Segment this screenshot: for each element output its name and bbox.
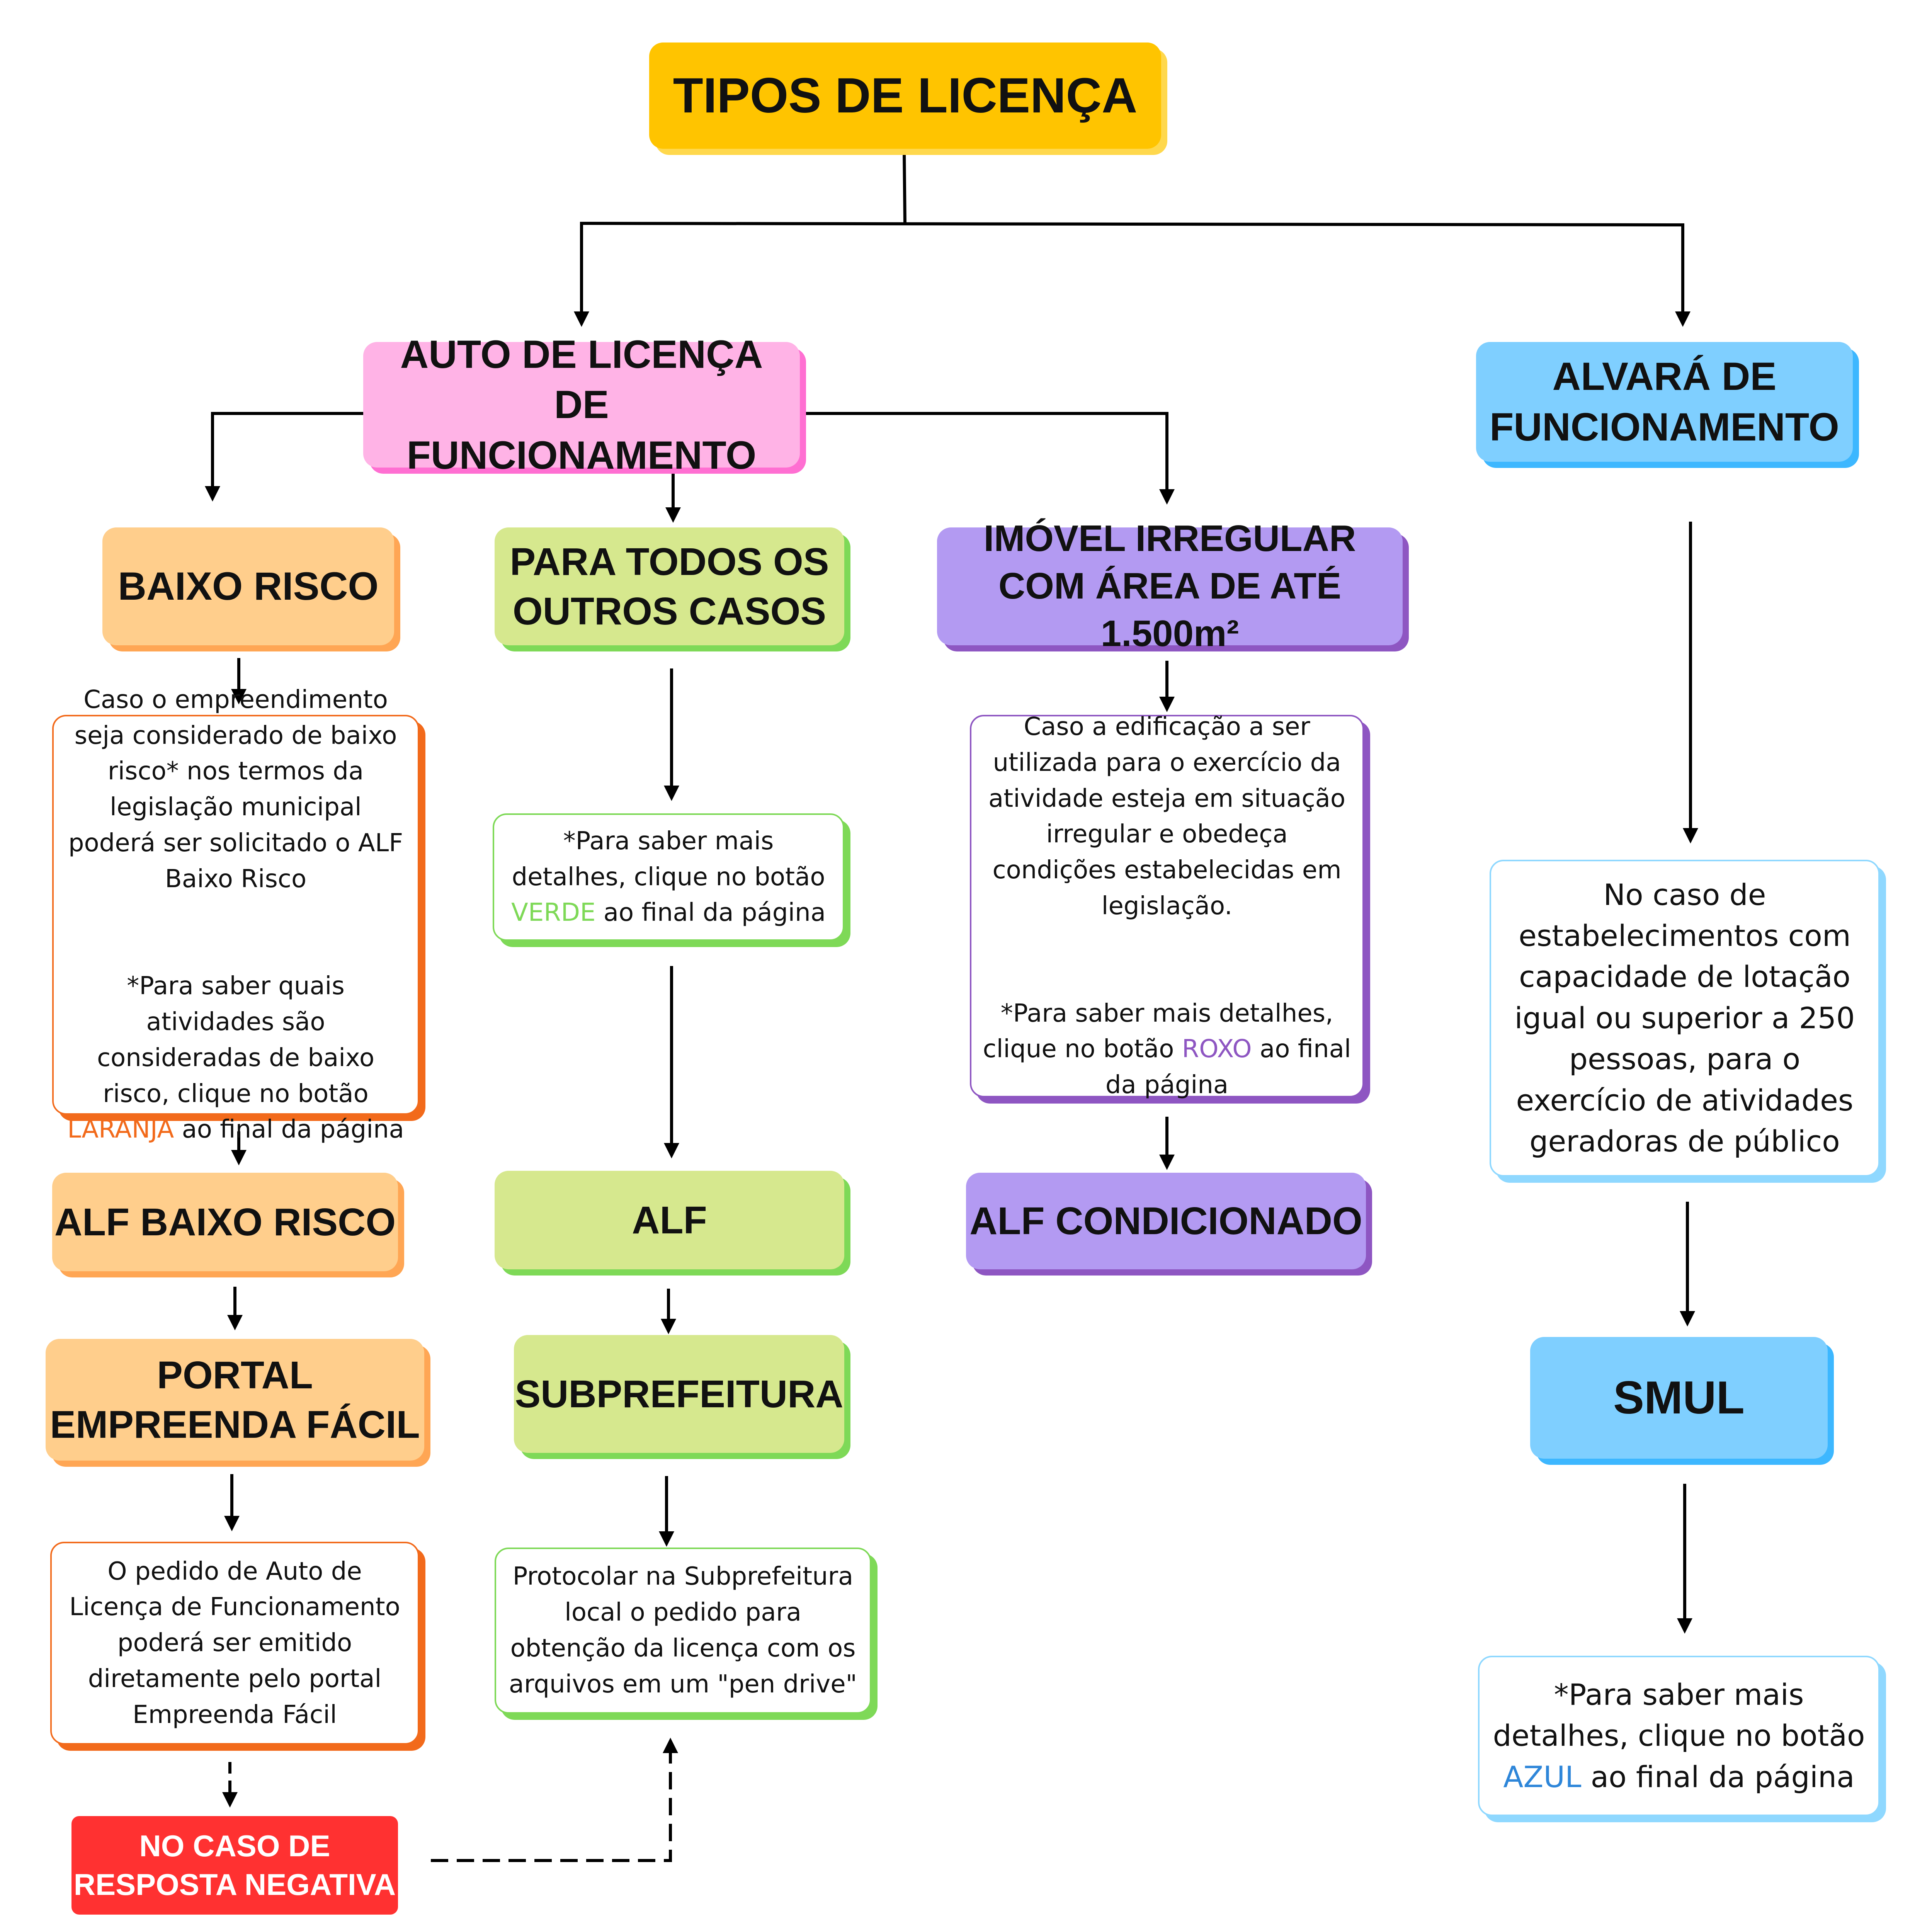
- todos-note: *Para saber mais detalhes, clique no bot…: [493, 813, 844, 941]
- imovel-label: IMÓVEL IRREGULAR COM ÁREA DE ATÉ 1.500m²: [983, 518, 1356, 654]
- root-node: TIPOS DE LICENÇA: [649, 43, 1161, 149]
- laranja-button-ref: LARANJA: [67, 1115, 174, 1144]
- baixo-note-post: ao final da página: [174, 1115, 404, 1144]
- alf-node: ALF: [495, 1171, 844, 1269]
- smul-note: *Para saber mais detalhes, clique no bot…: [1478, 1656, 1880, 1816]
- smul-node: SMUL: [1530, 1337, 1828, 1459]
- subprefeitura-note: Protocolar na Subprefeitura local o pedi…: [495, 1548, 871, 1714]
- alf-baixo-label: ALF BAIXO RISCO: [54, 1200, 396, 1244]
- baixo-node: BAIXO RISCO: [102, 527, 394, 645]
- negativa-label: NO CASO DE RESPOSTA NEGATIVA: [73, 1828, 396, 1901]
- imovel-note-text: Caso a edificação a ser utilizada para o…: [988, 713, 1346, 920]
- subprefeitura-label: SUBPREFEITURA: [515, 1372, 844, 1416]
- todos-node: PARA TODOS OS OUTROS CASOS: [495, 527, 844, 645]
- baixo-note-text: Caso o empreendimento seja considerado d…: [68, 685, 403, 893]
- imovel-note-post: ao final da página: [1105, 1035, 1351, 1100]
- portal-label: PORTAL EMPREENDA FÁCIL: [50, 1353, 420, 1446]
- baixo-note: Caso o empreendimento seja considerado d…: [52, 685, 419, 1144]
- auto-label: AUTO DE LICENÇA DE FUNCIONAMENTO: [400, 332, 763, 477]
- alf-baixo-node: ALF BAIXO RISCO: [52, 1173, 398, 1271]
- todos-label: PARA TODOS OS OUTROS CASOS: [510, 540, 829, 633]
- smul-label: SMUL: [1613, 1371, 1745, 1423]
- alvara-note-text: No caso de estabelecimentos com capacida…: [1514, 877, 1855, 1158]
- imovel-node: IMÓVEL IRREGULAR COM ÁREA DE ATÉ 1.500m²: [937, 518, 1403, 654]
- alf-label: ALF: [632, 1198, 707, 1242]
- portal-note: O pedido de Auto de Licença de Funcionam…: [50, 1542, 419, 1745]
- connector-root-branches: [580, 221, 1690, 327]
- subprefeitura-note-text: Protocolar na Subprefeitura local o pedi…: [509, 1562, 857, 1699]
- root-label: TIPOS DE LICENÇA: [673, 68, 1138, 123]
- smul-note-pre: *Para saber mais detalhes, clique no bot…: [1493, 1677, 1865, 1753]
- imovel-note-pre: *Para saber mais detalhes, clique no bot…: [983, 999, 1333, 1064]
- imovel-note: Caso a edificação a ser utilizada para o…: [970, 713, 1364, 1100]
- todos-note-post: ao final da página: [595, 898, 826, 927]
- azul-button-ref: AZUL: [1503, 1759, 1582, 1794]
- todos-note-pre: *Para saber mais detalhes, clique no bot…: [512, 827, 825, 891]
- smul-note-post: ao final da página: [1581, 1759, 1855, 1794]
- connector-auto-imovel: [804, 412, 1175, 505]
- verde-button-ref: VERDE: [511, 898, 596, 927]
- roxo-button-ref: ROXO: [1182, 1035, 1252, 1064]
- alf-condicionado-node: ALF CONDICIONADO: [966, 1173, 1366, 1269]
- alf-condicionado-label: ALF CONDICIONADO: [969, 1199, 1362, 1243]
- subprefeitura-node: SUBPREFEITURA: [514, 1335, 844, 1453]
- connector-auto-baixo: [205, 412, 367, 502]
- baixo-note-pre: *Para saber quais atividades são conside…: [97, 972, 375, 1108]
- portal-note-text: O pedido de Auto de Licença de Funcionam…: [69, 1557, 400, 1729]
- alvara-node: ALVARÁ DE FUNCIONAMENTO: [1476, 342, 1853, 462]
- alvara-note: No caso de estabelecimentos com capacida…: [1490, 860, 1880, 1177]
- baixo-label: BAIXO RISCO: [118, 564, 379, 609]
- alvara-label: ALVARÁ DE FUNCIONAMENTO: [1490, 354, 1839, 449]
- negativa-node: NO CASO DE RESPOSTA NEGATIVA: [71, 1816, 398, 1915]
- connector-root-down: [903, 150, 906, 224]
- portal-node: PORTAL EMPREENDA FÁCIL: [46, 1339, 424, 1461]
- auto-node: AUTO DE LICENÇA DE FUNCIONAMENTO: [363, 332, 800, 477]
